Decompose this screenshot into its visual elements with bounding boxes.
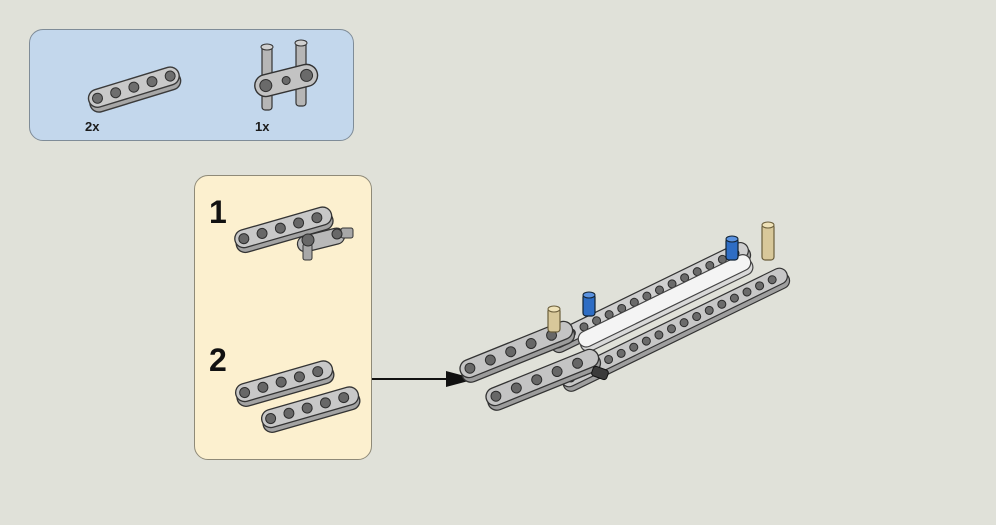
technic-double-connector-icon [254, 39, 319, 111]
assembly-arrow-icon [372, 371, 476, 387]
blue-pin-icon [725, 235, 739, 261]
tan-pin-icon [761, 221, 775, 261]
part-quantity: 1x [255, 119, 270, 134]
main-assembly-illustration [459, 221, 791, 411]
parts-list-panel: 2x 1x [29, 29, 354, 141]
blue-pin-icon [582, 291, 596, 317]
sub-step-number: 2 [209, 342, 227, 378]
part-quantity: 2x [85, 119, 100, 134]
sub-step-number: 1 [209, 194, 227, 230]
tan-pin-icon [547, 305, 561, 333]
sub-assembly-panel: 1 2 [194, 175, 372, 460]
sub-step-1-illustration [234, 206, 354, 261]
sub-step-2-illustration [234, 360, 361, 434]
technic-beam-5-icon [87, 66, 182, 113]
